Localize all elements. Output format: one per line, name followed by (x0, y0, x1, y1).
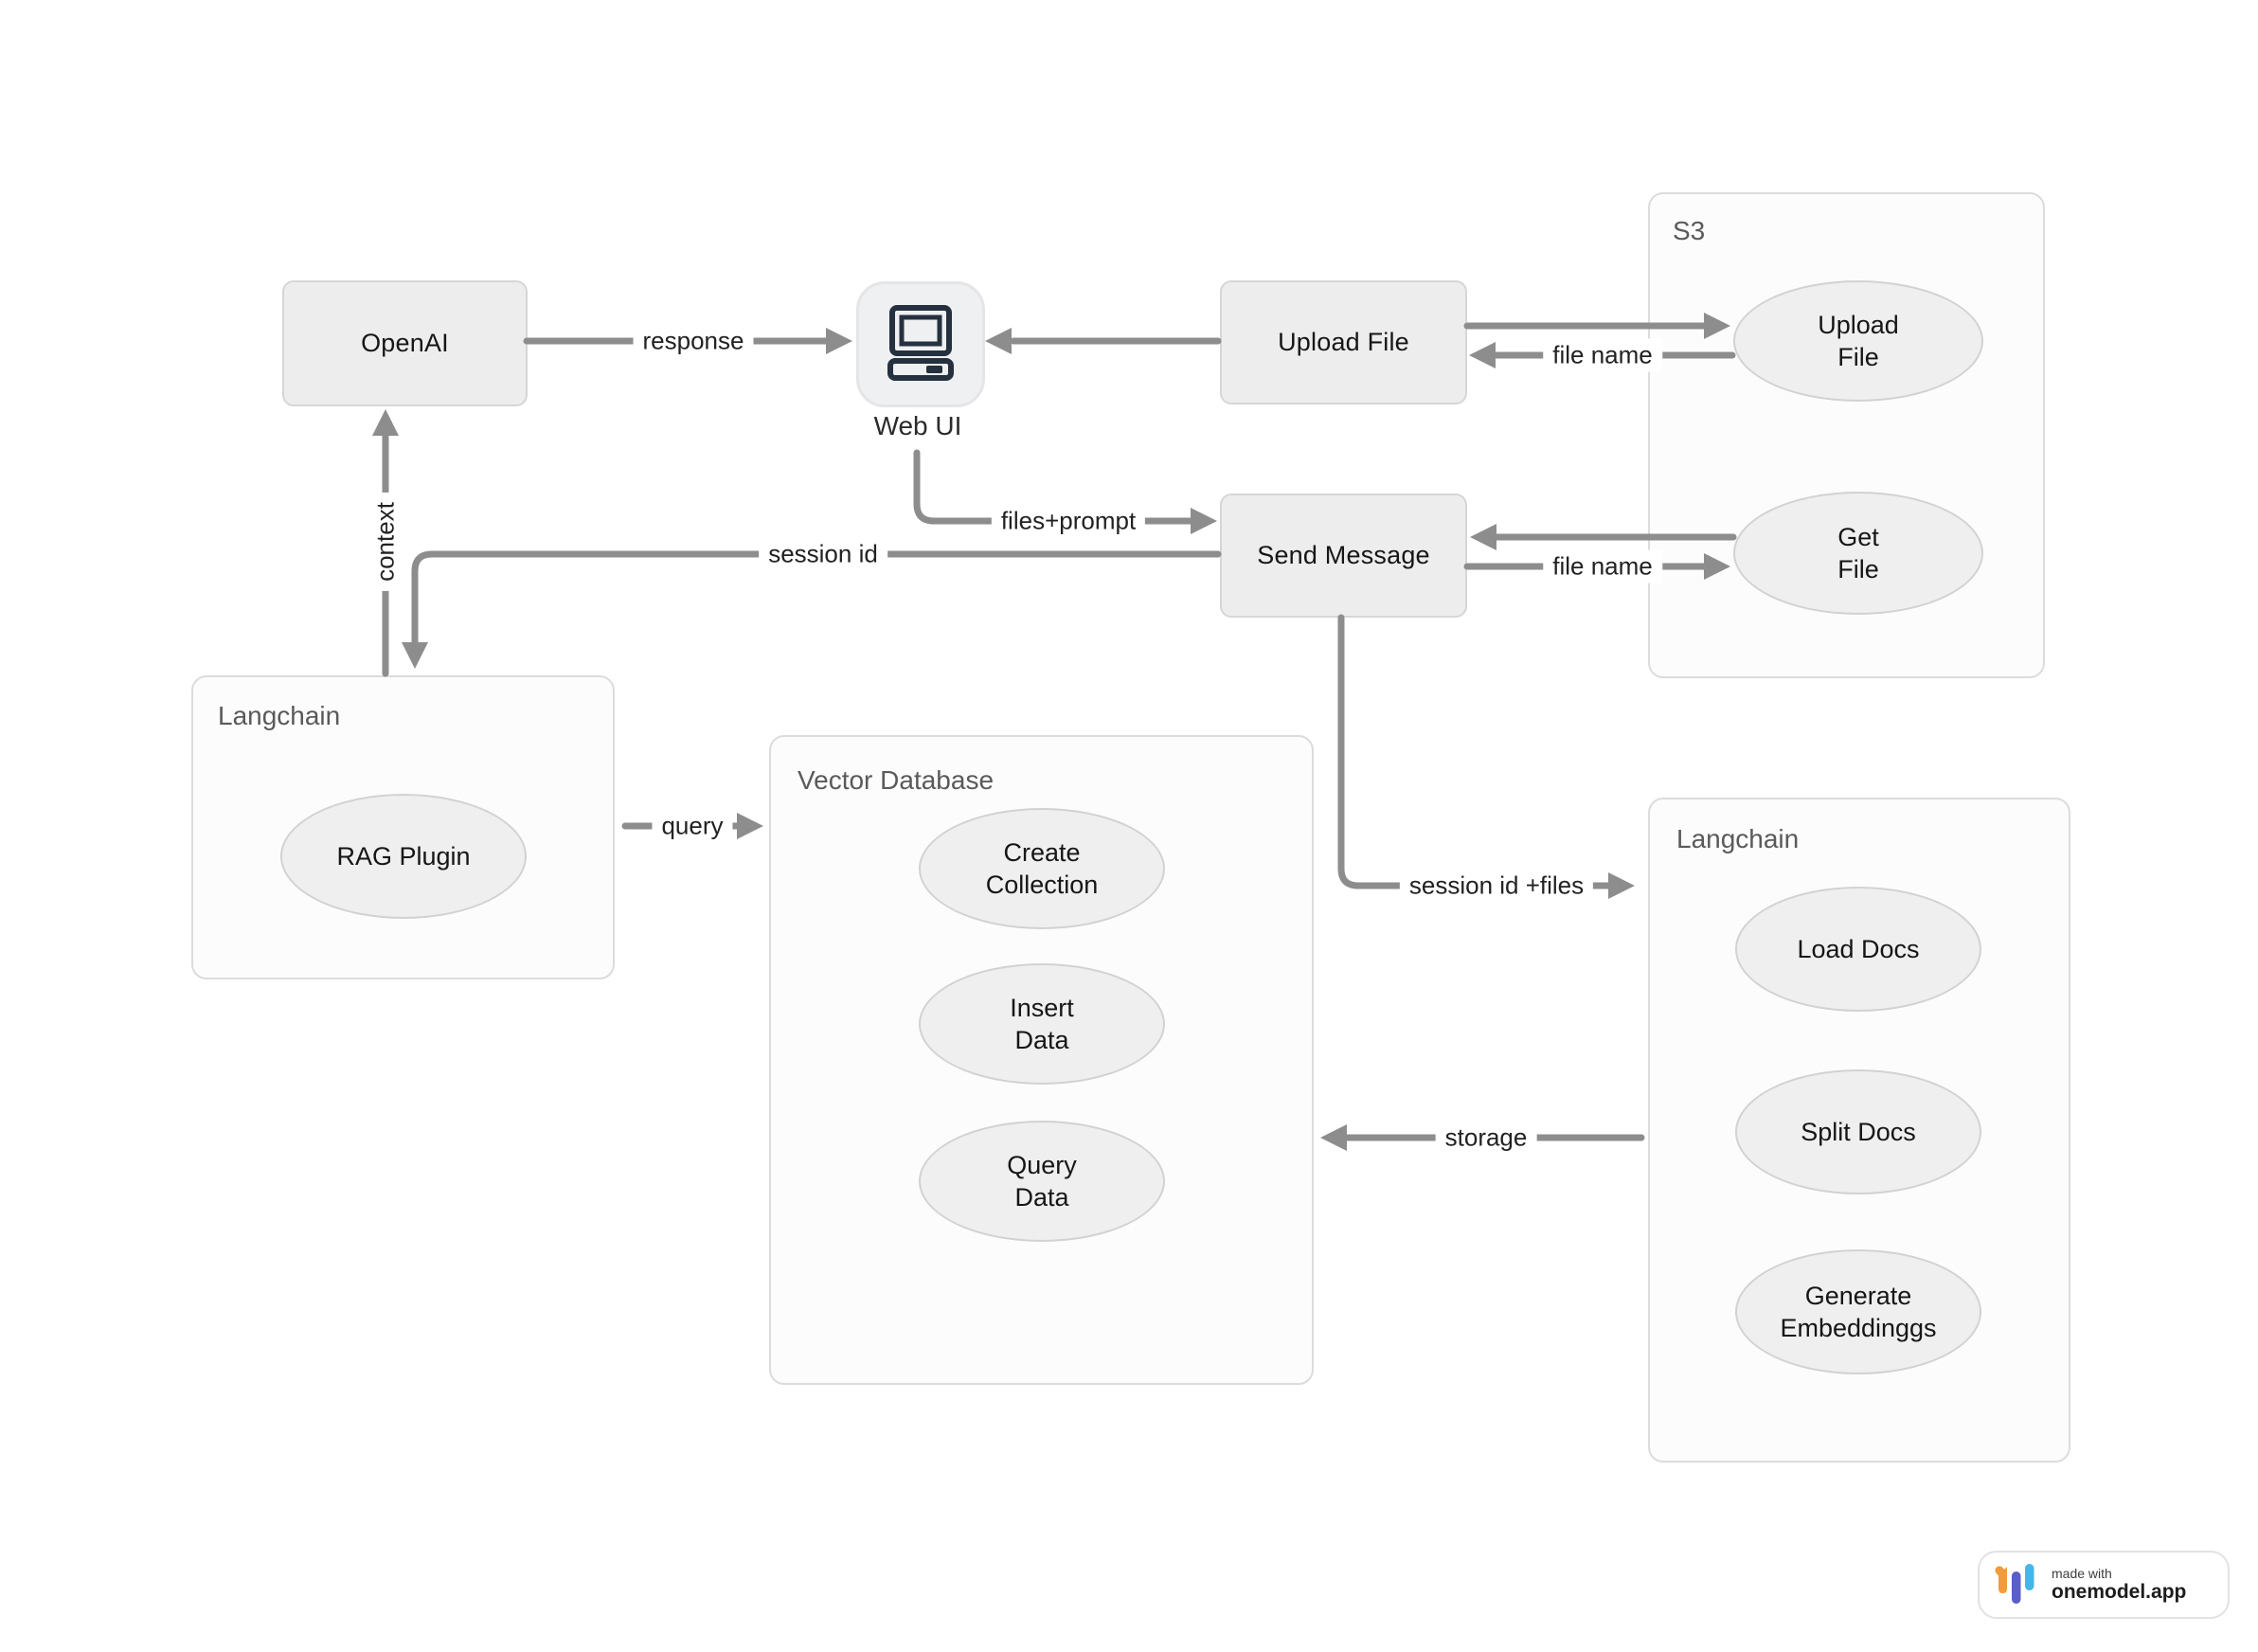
container-langchain-right-title: Langchain (1676, 824, 1800, 853)
edge-label-context: context (368, 493, 403, 591)
badge-brand: onemodel.app (2052, 1581, 2187, 1603)
process-label: Generate (1804, 1282, 1912, 1310)
node-send-message[interactable]: Send Message (1220, 494, 1467, 618)
process-label: Data (1014, 1026, 1069, 1054)
process-create-collection[interactable]: Create Collection (919, 808, 1165, 929)
edge-label-file-name-get: file name (1543, 549, 1662, 584)
edge-label-query: query (652, 809, 733, 843)
computer-icon (887, 304, 954, 381)
node-web-ui-label: Web UI (873, 411, 962, 440)
process-query-data[interactable]: Query Data (919, 1121, 1165, 1242)
process-s3-upload-file[interactable]: Upload File (1733, 280, 1983, 402)
process-load-docs[interactable]: Load Docs (1735, 887, 1981, 1012)
node-web-ui[interactable] (856, 281, 985, 407)
onemodel-badge[interactable]: made with onemodel.app (1978, 1551, 2230, 1619)
edge-session-files-line (1337, 614, 1612, 889)
onemodel-logo-icon (1995, 1564, 2034, 1604)
process-label: Upload (1818, 311, 1899, 339)
edge-label-storage: storage (1435, 1121, 1537, 1155)
process-label: Query (1007, 1151, 1077, 1179)
arrowhead-files-prompt (1191, 508, 1217, 534)
arrowhead-session-id (402, 642, 428, 669)
edge-label-file-name-upload: file name (1543, 338, 1662, 372)
process-rag-plugin[interactable]: RAG Plugin (280, 794, 527, 919)
arrowhead-response (826, 328, 852, 354)
node-openai[interactable]: OpenAI (282, 280, 528, 406)
arrowhead-storage (1320, 1124, 1347, 1151)
process-label: Insert (1010, 994, 1074, 1022)
container-vector-database-title: Vector Database (797, 765, 995, 795)
edge-label-files-prompt: files+prompt (991, 504, 1146, 538)
badge-made-with: made with (2052, 1566, 2112, 1581)
process-split-docs[interactable]: Split Docs (1735, 1069, 1981, 1194)
process-label: Split Docs (1801, 1118, 1916, 1146)
arrowhead-upload-to-webui (985, 328, 1012, 354)
node-send-message-label: Send Message (1257, 541, 1430, 569)
process-label: RAG Plugin (336, 842, 471, 871)
process-label: File (1837, 555, 1879, 584)
container-langchain-left-title: Langchain (218, 701, 341, 730)
process-label: Create (1003, 838, 1081, 867)
process-insert-data[interactable]: Insert Data (919, 963, 1165, 1085)
process-generate-embeddings[interactable]: Generate Embeddinggs (1735, 1249, 1981, 1374)
process-label: Load Docs (1797, 935, 1920, 963)
arrowhead-query (737, 813, 763, 839)
node-upload-file[interactable]: Upload File (1220, 280, 1467, 404)
arrowhead-s3-filename (1469, 342, 1496, 368)
node-upload-file-label: Upload File (1278, 328, 1409, 356)
arrowhead-getfile-to-send (1470, 524, 1496, 550)
process-label: Collection (985, 871, 1099, 899)
process-label: File (1837, 343, 1879, 371)
edge-label-response: response (633, 324, 754, 358)
node-openai-label: OpenAI (361, 329, 449, 357)
container-s3-title: S3 (1673, 216, 1706, 245)
process-label: Embeddinggs (1780, 1314, 1937, 1342)
process-label: Data (1014, 1183, 1069, 1212)
edge-label-session-id: session id (759, 537, 887, 571)
process-s3-get-file[interactable]: Get File (1733, 492, 1983, 615)
process-label: Get (1837, 523, 1879, 551)
arrowhead-session-files (1608, 872, 1635, 899)
edge-label-session-id-files: session id +files (1399, 869, 1594, 903)
arrowhead-context (372, 409, 399, 436)
